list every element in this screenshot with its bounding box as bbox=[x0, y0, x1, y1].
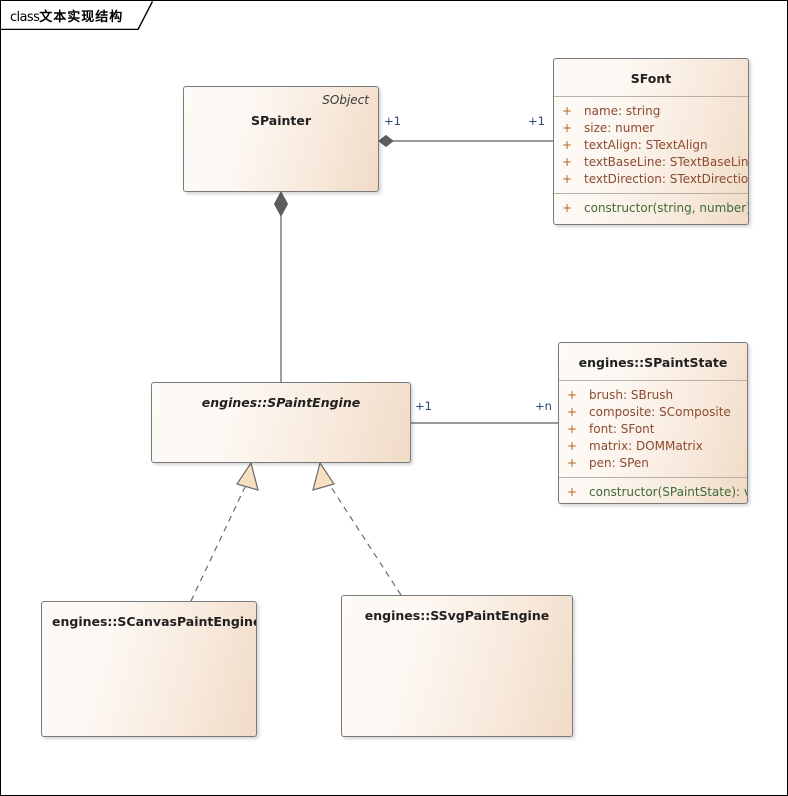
attribute-row: + textDirection: STextDirection bbox=[554, 170, 748, 187]
visibility-marker: + bbox=[562, 137, 573, 152]
visibility-marker: + bbox=[567, 438, 578, 453]
frame-tab-shape bbox=[1, 1, 153, 30]
visibility-marker: + bbox=[562, 103, 573, 118]
frame-title-text: class文本实现结构 bbox=[10, 6, 123, 25]
section-divider bbox=[559, 380, 747, 381]
attribute-text: pen: SPen bbox=[589, 455, 649, 470]
attributes-section-spaintstate: + brush: SBrush + composite: SComposite … bbox=[559, 381, 747, 477]
frame-title-cjk: 文本实现结构 bbox=[39, 10, 124, 25]
attributes-section-sfont: + name: string + size: numer + textAlign… bbox=[554, 97, 748, 193]
method-row: + constructor(string, number): void bbox=[554, 199, 748, 216]
class-name-band: engines::SSvgPaintEngine bbox=[342, 596, 572, 633]
class-body-empty bbox=[152, 420, 410, 462]
class-name-band: engines::SPaintEngine bbox=[152, 383, 410, 420]
class-name-ssvgpaintengine: engines::SSvgPaintEngine bbox=[364, 608, 550, 623]
method-row: + constructor(SPaintState): void bbox=[559, 483, 747, 500]
method-text: constructor(string, number): void bbox=[584, 200, 748, 215]
composition-diamond-spainter-sfont bbox=[378, 134, 394, 148]
class-box-spainter[interactable]: SObject SPainter bbox=[183, 86, 379, 192]
attribute-text: size: numer bbox=[584, 120, 655, 135]
section-divider bbox=[559, 477, 747, 478]
visibility-marker: + bbox=[562, 171, 573, 186]
class-name-sfont: SFont bbox=[630, 71, 672, 86]
class-body-empty bbox=[42, 639, 256, 736]
methods-section-sfont: + constructor(string, number): void bbox=[554, 194, 748, 222]
attribute-row: + pen: SPen bbox=[559, 454, 747, 471]
section-divider bbox=[554, 96, 748, 97]
class-box-spaintengine[interactable]: engines::SPaintEngine bbox=[151, 382, 411, 463]
visibility-marker: + bbox=[562, 120, 573, 135]
attribute-row: + composite: SComposite bbox=[559, 403, 747, 420]
visibility-marker: + bbox=[567, 484, 578, 499]
frame-title-tab: class文本实现结构 bbox=[1, 1, 153, 30]
link-ssvg-realization bbox=[312, 461, 402, 596]
visibility-marker: + bbox=[562, 200, 573, 215]
attribute-row: + textBaseLine: STextBaseLine bbox=[554, 153, 748, 170]
class-body-empty bbox=[184, 137, 378, 191]
section-divider bbox=[554, 193, 748, 194]
class-name-band: SObject SPainter bbox=[184, 87, 378, 137]
realization-triangle-scanvas bbox=[236, 461, 259, 491]
visibility-marker: + bbox=[567, 387, 578, 402]
attribute-text: composite: SComposite bbox=[589, 404, 731, 419]
class-name-band: engines::SPaintState bbox=[559, 343, 747, 380]
class-box-sfont[interactable]: SFont + name: string + size: numer + tex… bbox=[553, 58, 749, 225]
attribute-row: + font: SFont bbox=[559, 420, 747, 437]
attribute-row: + brush: SBrush bbox=[559, 386, 747, 403]
visibility-marker: + bbox=[567, 404, 578, 419]
multiplicity-spainter-sfont-source: +1 bbox=[384, 114, 401, 128]
class-name-spainter: SPainter bbox=[250, 113, 312, 128]
visibility-marker: + bbox=[562, 154, 573, 169]
realization-triangle-ssvg bbox=[312, 461, 335, 491]
class-name-spaintengine: engines::SPaintEngine bbox=[201, 395, 361, 410]
multiplicity-spaintengine-spaintstate-source: +1 bbox=[415, 399, 432, 413]
attribute-text: textDirection: STextDirection bbox=[584, 171, 749, 186]
link-scanvas-realization bbox=[190, 461, 259, 602]
class-name-band: engines::SCanvasPaintEngine bbox=[42, 602, 256, 639]
class-box-ssvgpaintengine[interactable]: engines::SSvgPaintEngine bbox=[341, 595, 573, 737]
attribute-text: name: string bbox=[584, 103, 661, 118]
attribute-text: textAlign: STextAlign bbox=[584, 137, 708, 152]
class-body-empty bbox=[342, 633, 572, 736]
link-spainter-spaintengine bbox=[273, 190, 289, 382]
class-name-spaintstate: engines::SPaintState bbox=[578, 355, 728, 370]
class-name-scanvaspaintengine: engines::SCanvasPaintEngine bbox=[52, 614, 257, 629]
attribute-row: + name: string bbox=[554, 102, 748, 119]
attribute-row: + textAlign: STextAlign bbox=[554, 136, 748, 153]
attribute-text: brush: SBrush bbox=[589, 387, 674, 402]
attribute-text: matrix: DOMMatrix bbox=[589, 438, 703, 453]
class-name-band: SFont bbox=[554, 59, 748, 96]
class-box-scanvaspaintengine[interactable]: engines::SCanvasPaintEngine bbox=[41, 601, 257, 737]
attribute-row: + matrix: DOMMatrix bbox=[559, 437, 747, 454]
link-spainter-sfont bbox=[378, 134, 553, 148]
multiplicity-spainter-sfont-target: +1 bbox=[528, 114, 545, 128]
frame-title-keyword: class bbox=[10, 10, 40, 25]
composition-diamond-spainter-spaintengine bbox=[273, 190, 289, 218]
attribute-text: textBaseLine: STextBaseLine bbox=[584, 154, 749, 169]
visibility-marker: + bbox=[567, 421, 578, 436]
method-text: constructor(SPaintState): void bbox=[589, 484, 747, 499]
class-box-spaintstate[interactable]: engines::SPaintState + brush: SBrush + c… bbox=[558, 342, 748, 504]
visibility-marker: + bbox=[567, 455, 578, 470]
methods-section-spaintstate: + constructor(SPaintState): void bbox=[559, 478, 747, 503]
attribute-row: + size: numer bbox=[554, 119, 748, 136]
attribute-text: font: SFont bbox=[589, 421, 655, 436]
class-stereotype-sobject: SObject bbox=[322, 93, 369, 107]
multiplicity-spaintengine-spaintstate-target: +n bbox=[535, 399, 552, 413]
